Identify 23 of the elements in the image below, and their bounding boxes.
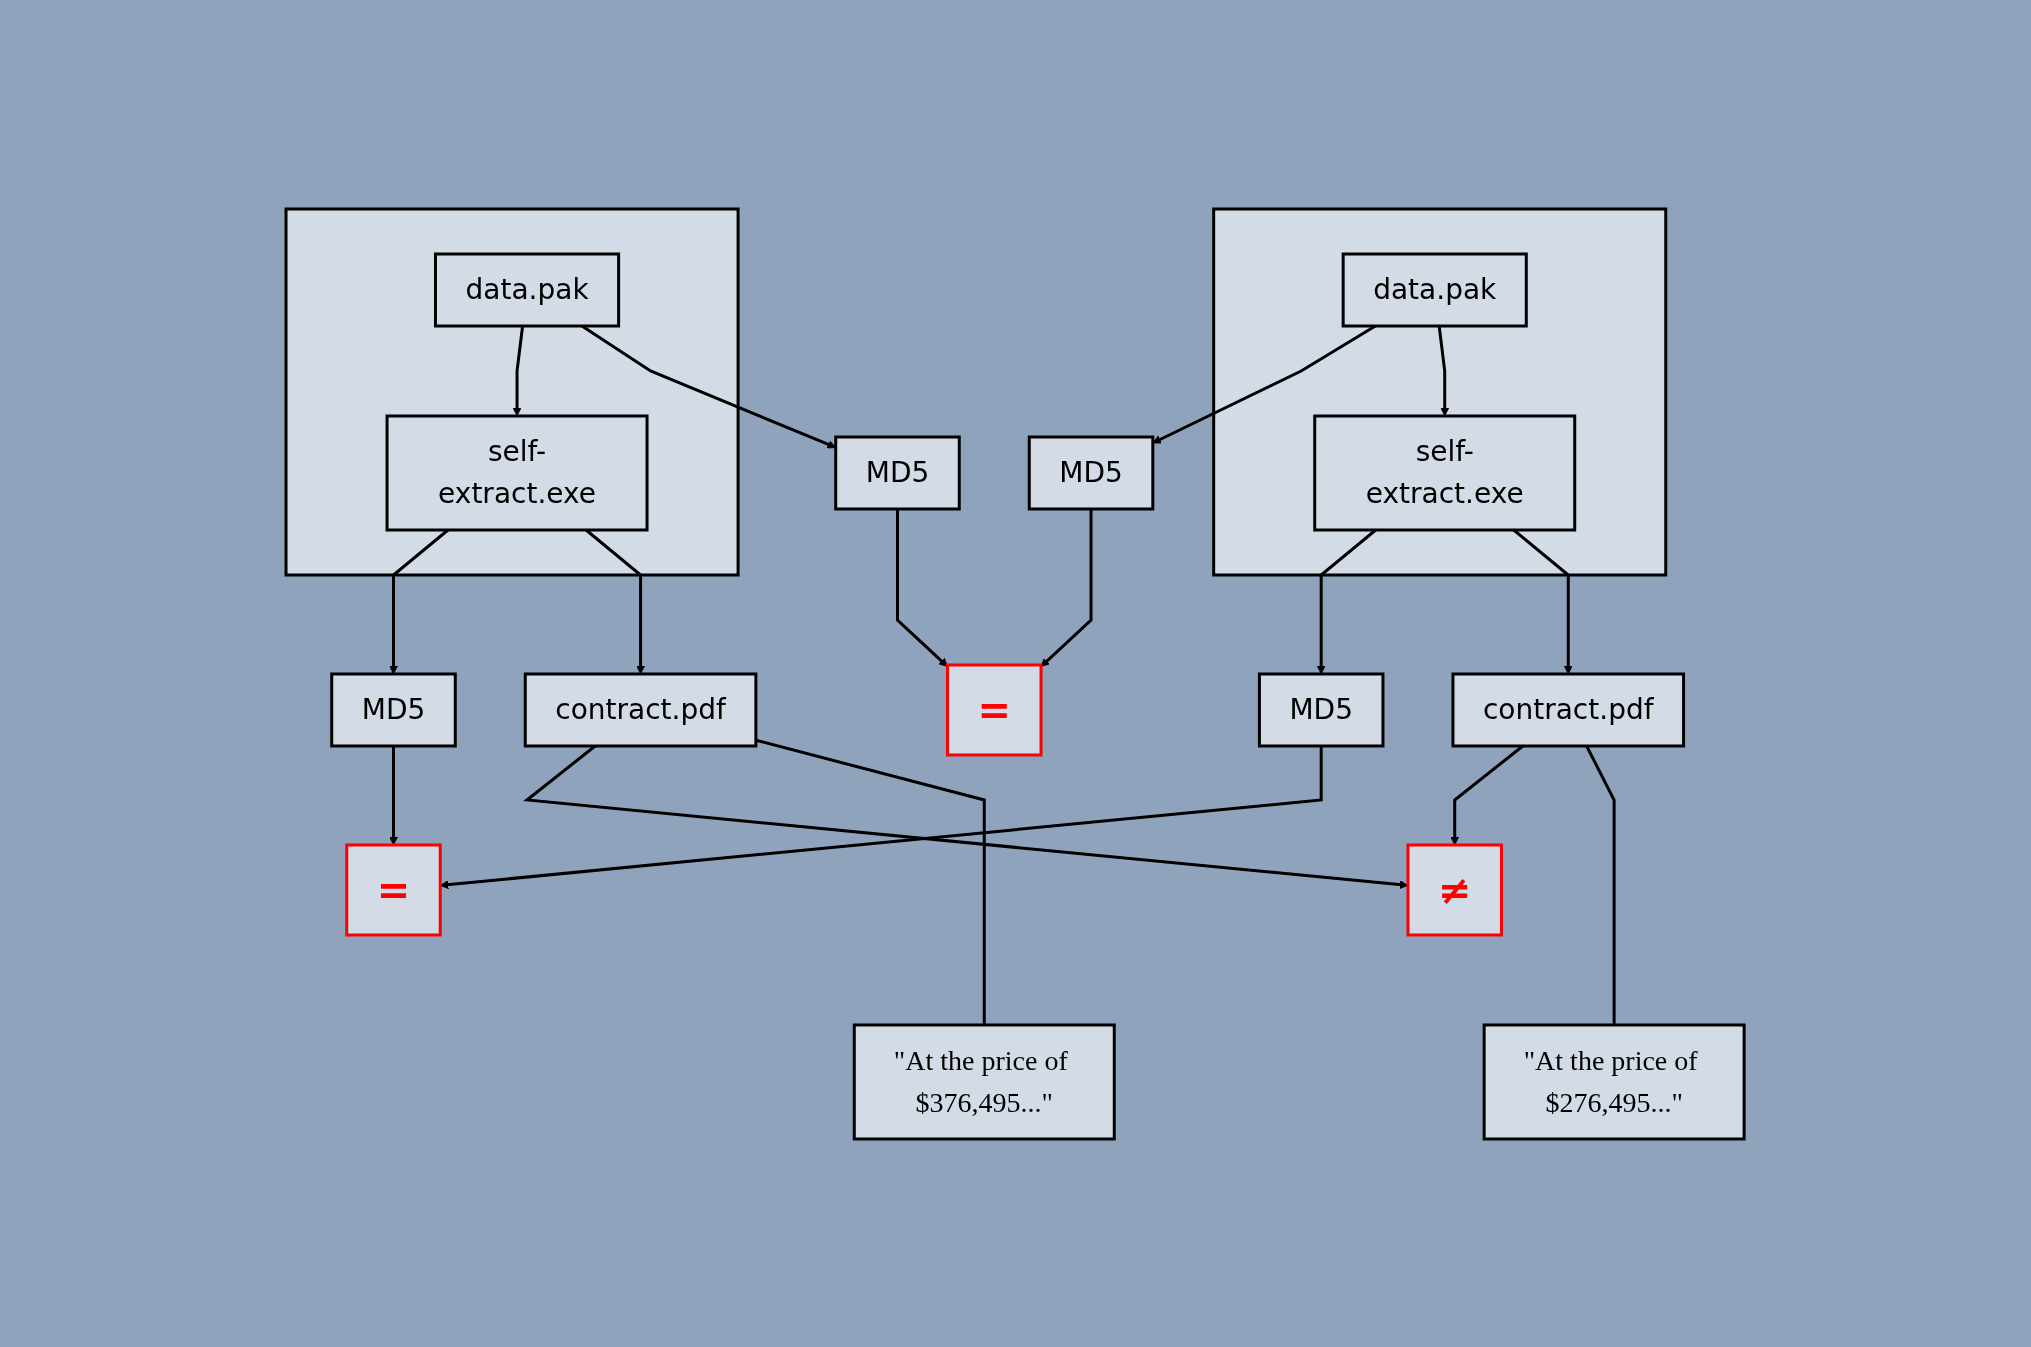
node-box: contract.pdf [1451, 672, 1686, 747]
node-box: MD5 [330, 672, 458, 747]
arrow [896, 508, 949, 667]
node-box: self-extract.exe [385, 414, 649, 531]
node-box: = [946, 663, 1043, 756]
arrow [440, 745, 1324, 889]
arrow [1041, 508, 1093, 667]
node-box: contract.pdf [524, 672, 758, 747]
node-box: self-extract.exe [1313, 414, 1577, 531]
node-box: ≠ [1406, 843, 1504, 936]
node-box: = [345, 843, 443, 936]
cluster [1212, 207, 1668, 576]
node-box: MD5 [1028, 435, 1155, 510]
node-box: MD5 [834, 435, 962, 510]
node-box: data.pak [434, 252, 621, 327]
node-box: MD5 [1258, 672, 1385, 747]
node-box: "At the price of $376,495..." [853, 1023, 1117, 1140]
arrow [1438, 325, 1450, 416]
cluster [284, 207, 740, 576]
node-box: "At the price of $276,495..." [1483, 1023, 1747, 1140]
node-box: data.pak [1342, 252, 1529, 327]
arrow [513, 325, 525, 416]
arrow [389, 745, 399, 845]
